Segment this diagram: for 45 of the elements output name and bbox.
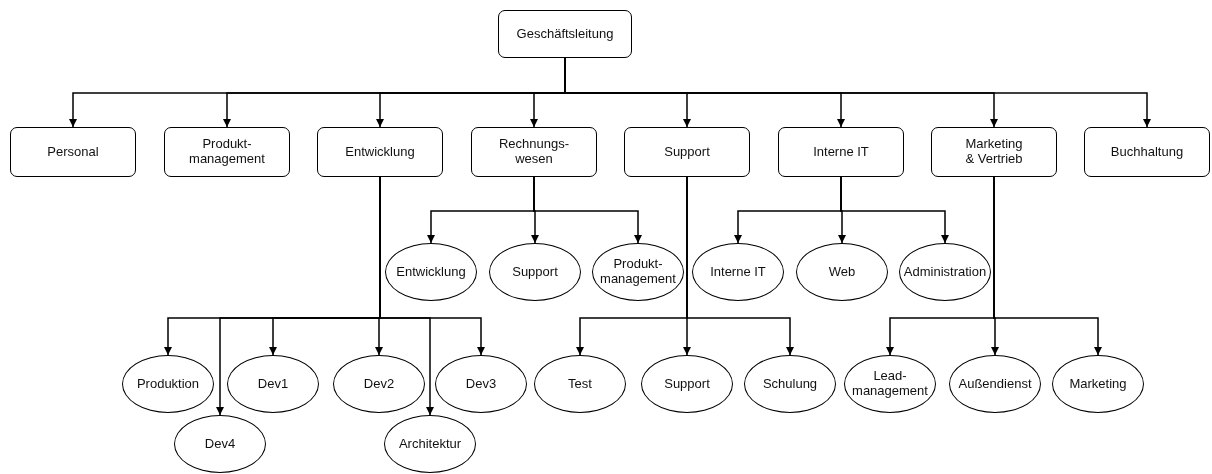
unit-label: Dev2 [363, 376, 395, 392]
unit-label: Architektur [398, 436, 462, 452]
department-box [471, 127, 597, 177]
arrow [993, 176, 1102, 356]
unit-label: Schulung [762, 376, 818, 392]
arrow [840, 176, 949, 244]
department-box [624, 127, 750, 177]
team-ellipse [435, 355, 527, 413]
unit-label: Entwicklung [345, 144, 415, 160]
unit-label: Administration [903, 264, 987, 280]
unit-label: Marketing & Vertrieb [965, 137, 1023, 167]
unit-label: Dev3 [465, 376, 497, 392]
department-box [10, 127, 136, 177]
department-box [164, 127, 290, 177]
department-box [317, 127, 443, 177]
unit-label: Interne IT [813, 144, 869, 160]
arrow [686, 176, 794, 356]
unit-label: Lead- management [852, 369, 928, 399]
team-ellipse [333, 355, 425, 413]
unit-label: Web [828, 264, 856, 280]
team-ellipse [592, 243, 684, 301]
unit-label: Marketing [1069, 376, 1127, 392]
unit-label: Rechnungs- wesen [498, 137, 570, 167]
arrow [379, 176, 485, 356]
unit-label: Personal [47, 144, 99, 160]
unit-label: Support [512, 264, 558, 280]
unit-label: Geschäftsleitung [516, 26, 614, 42]
unit-label: Support [664, 144, 710, 160]
unit-label: Dev1 [257, 376, 289, 392]
department-box [1084, 127, 1210, 177]
department-box [778, 127, 904, 177]
team-ellipse [899, 243, 991, 301]
unit-label: Produkt- management [600, 257, 676, 287]
unit-label: Produkt- management [189, 137, 265, 167]
unit-label: Support [664, 376, 710, 392]
arrow [533, 176, 642, 244]
unit-label: Buchhaltung [1110, 144, 1184, 160]
department-box [931, 127, 1057, 177]
unit-label: Außendienst [958, 376, 1032, 392]
unit-label: Interne IT [710, 264, 766, 280]
unit-label: Test [568, 376, 592, 392]
unit-label: Entwicklung [396, 264, 466, 280]
unit-label: Produktion [136, 376, 200, 392]
unit-label: Dev4 [204, 436, 236, 452]
department-box [498, 10, 632, 58]
